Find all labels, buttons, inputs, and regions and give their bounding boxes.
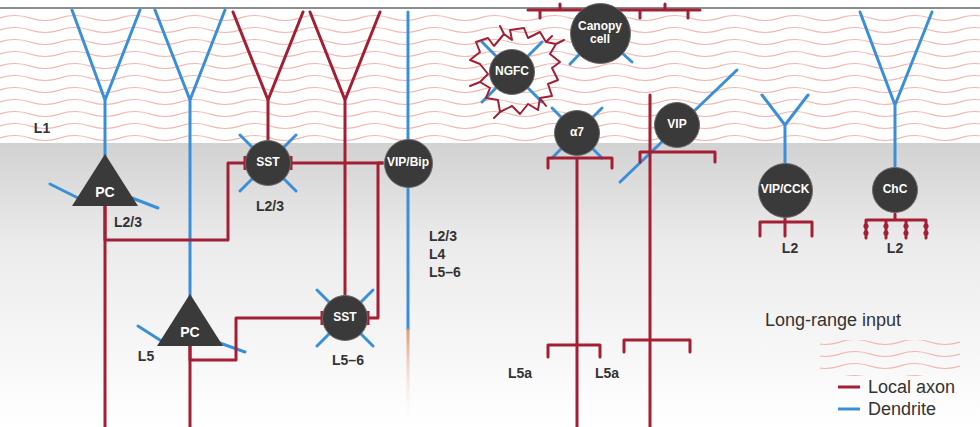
pyramidal-cell: PC [157, 294, 223, 346]
legend-text: Long-range input [765, 310, 901, 331]
pyramidal-cell: PC [72, 154, 138, 206]
axon-line [291, 162, 384, 165]
interneuron-cell: Canopy cell [570, 3, 631, 64]
layer-label: L2 [887, 240, 903, 256]
legend-text: Local axon [868, 377, 955, 398]
interneuron-cell: VIP/Bip [384, 139, 433, 188]
cell-name: PC [180, 325, 199, 340]
bouton [923, 230, 928, 235]
dendrite [50, 10, 158, 208]
cell-name: VIP [667, 118, 686, 131]
layer-label: L5–6 [429, 264, 461, 280]
cell-name: PC [95, 185, 114, 200]
bouton [883, 223, 888, 228]
triangle-body [72, 154, 138, 206]
triangle-body [157, 294, 223, 346]
bouton [903, 230, 908, 235]
cartridge-axon [866, 214, 926, 238]
dendrite [317, 290, 373, 346]
bouton [863, 223, 868, 228]
pial-surface [0, 7, 980, 9]
bouton [883, 230, 888, 235]
legend-sample-waves [820, 340, 960, 376]
cell-name: SST [256, 156, 279, 169]
dendrite [860, 12, 932, 166]
legend-sample-axon [838, 386, 860, 389]
local-axon [624, 95, 715, 427]
layer-label: L5a [595, 365, 619, 381]
dendrite-fade [407, 330, 410, 427]
legend-text: Dendrite [868, 399, 936, 420]
cell-name: α7 [570, 126, 584, 139]
interneuron-cell: ChC [872, 167, 918, 213]
legend-sample-dendrite [838, 408, 860, 411]
layer-label: L2/3 [256, 198, 284, 214]
dendrite [240, 135, 296, 191]
layer-label: L5a [508, 365, 532, 381]
layer-label: L2/3 [429, 228, 457, 244]
axon-connector [291, 156, 384, 170]
interneuron-cell: NGFC [489, 49, 535, 95]
cell-name: NGFC [495, 65, 529, 78]
local-axon [233, 12, 303, 141]
axon-line [368, 163, 384, 318]
local-axon [760, 218, 812, 236]
cell-name: Canopy cell [575, 20, 625, 46]
interneuron-cell: VIP/CCK [758, 163, 813, 218]
bouton [923, 223, 928, 228]
layer-label: L4 [429, 246, 445, 262]
interneuron-cell: SST [245, 140, 291, 186]
layer-label: L5 [138, 348, 154, 364]
layer-label: L1 [34, 120, 50, 136]
cell-name: VIP/Bip [387, 156, 429, 169]
dendrite [552, 108, 602, 158]
bouton [863, 230, 868, 235]
local-axon [310, 12, 380, 296]
local-axon [548, 158, 612, 427]
dendrite [762, 95, 808, 166]
dendrite [620, 70, 737, 182]
cell-name: ChC [883, 183, 908, 196]
interneuron-cell: α7 [554, 110, 600, 156]
ngfc-axon-cloud [470, 26, 564, 118]
layer-label: L2/3 [114, 214, 142, 230]
cell-name: VIP/CCK [761, 183, 810, 196]
deep-layer-ground [0, 143, 980, 427]
long-range-input [0, 10, 980, 143]
axon-connector [368, 163, 384, 325]
dendrite [482, 42, 542, 102]
interneuron-cell: VIP [654, 102, 700, 148]
layer-label: L2 [782, 240, 798, 256]
layer-label: L5–6 [332, 352, 364, 368]
cell-name: SST [333, 311, 356, 324]
bouton [903, 223, 908, 228]
interneuron-cell: SST [322, 295, 368, 341]
